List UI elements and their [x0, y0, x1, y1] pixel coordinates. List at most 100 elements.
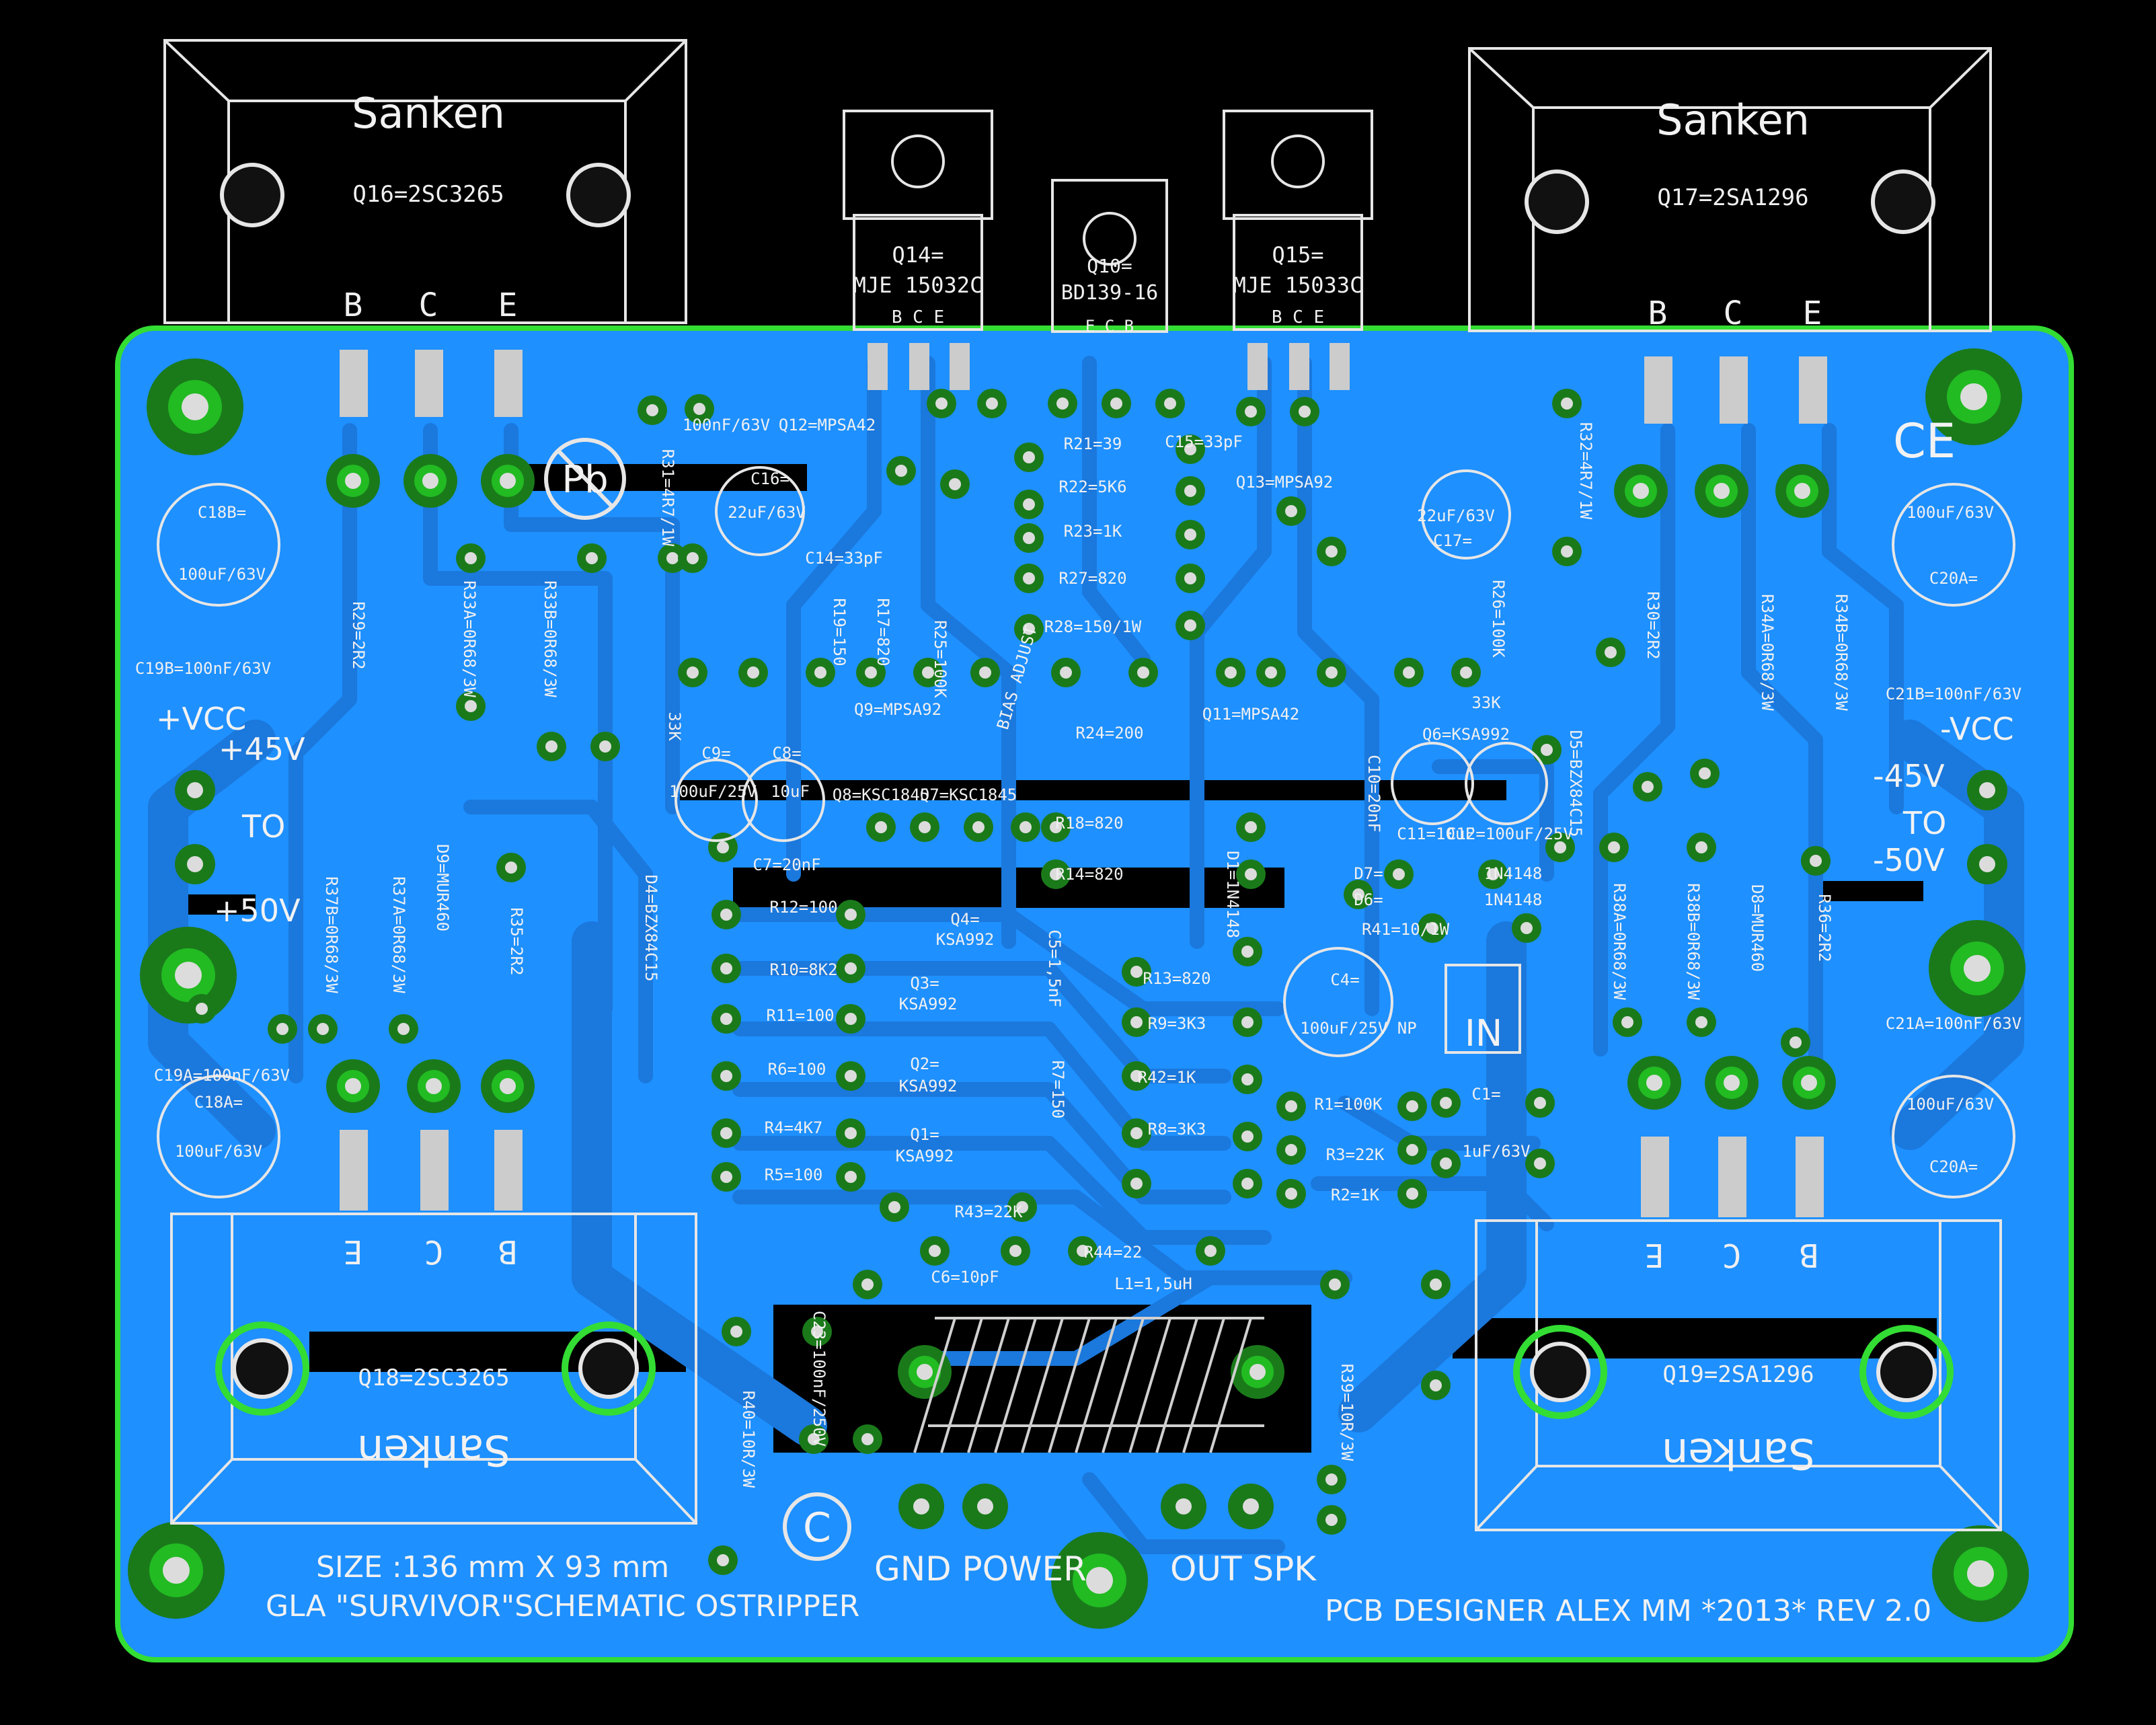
drill-hole	[1130, 1127, 1143, 1139]
drill-hole	[1204, 1245, 1217, 1257]
q18-brand: Sanken	[357, 1426, 510, 1475]
component-label: 33K	[1471, 693, 1501, 712]
drill-hole	[1541, 744, 1553, 756]
drill-hole	[465, 552, 477, 564]
drill-hole	[1245, 821, 1257, 833]
component-label: R33A=0R68/3W	[460, 580, 479, 697]
drill-hole	[1605, 646, 1617, 658]
label-45v-pos: +45V	[219, 731, 305, 767]
component-label: C11=10uF	[1397, 825, 1475, 843]
component-label: KSA992	[899, 995, 958, 1013]
drill-hole	[865, 666, 877, 679]
input-connector	[1445, 964, 1521, 1054]
drill-hole	[1561, 397, 1573, 410]
q19-label: Q19=2SA1296	[1662, 1361, 1814, 1388]
component-label: R19=150	[830, 598, 849, 666]
drill-hole	[861, 1278, 874, 1291]
component-label: R5=100	[765, 1165, 823, 1184]
component-label: D9=MUR460	[433, 844, 452, 931]
drill-hole	[1023, 451, 1035, 463]
component-label: R12=100	[769, 898, 837, 917]
drill-hole	[1440, 1097, 1452, 1109]
drill-hole	[888, 1201, 900, 1213]
drill-hole	[1245, 406, 1257, 418]
q10-pins: E C B	[1085, 317, 1134, 336]
component-label: R9=3K3	[1148, 1014, 1206, 1033]
mounting-hole-icon	[147, 358, 243, 455]
component-label: D6=	[1354, 890, 1383, 909]
q14-driver-transistor: Q14= MJE 15032C B C E	[843, 110, 993, 390]
drill-hole	[1225, 666, 1237, 679]
component-label: R24=200	[1075, 724, 1143, 742]
drill-hole	[1285, 1100, 1297, 1112]
drill-hole	[1789, 1036, 1802, 1048]
mounting-hole-icon	[1932, 1525, 2029, 1622]
component-label: R42=1K	[1138, 1068, 1196, 1087]
component-label: R32=4R7/1W	[1576, 422, 1595, 520]
drill-hole	[929, 1245, 941, 1257]
drill-hole	[1487, 868, 1499, 880]
component-label: D7=	[1354, 864, 1383, 883]
drill-hole	[1285, 505, 1297, 517]
q17-pin-e: E	[1803, 295, 1822, 332]
component-label: C12=100uF/25V	[1447, 825, 1573, 843]
drill-hole	[811, 1326, 823, 1338]
label-45v-neg: -45V	[1873, 758, 1945, 794]
drill-hole	[1184, 529, 1196, 541]
drill-hole	[465, 700, 477, 712]
drill-hole	[808, 1433, 820, 1445]
ce-mark-icon: CE	[1893, 414, 1956, 469]
copyright-icon: C	[783, 1492, 851, 1561]
q14-label: Q14=	[892, 242, 944, 268]
q16-pin-b: B	[344, 286, 363, 324]
drill-hole	[861, 1433, 874, 1445]
component-label: KSA992	[936, 930, 995, 949]
component-label: R40=10R/3W	[739, 1391, 758, 1488]
footer-labels: GND POWER OUT SPK SIZE :136 mm X 93 mm G…	[266, 1549, 1931, 1628]
component-label: 100uF/25V	[669, 782, 757, 801]
q14-part: MJE 15032C	[853, 272, 983, 298]
q18-label: Q18=2SC3265	[358, 1365, 509, 1391]
pb-text: Pb	[562, 458, 608, 502]
component-label: R29=2R2	[349, 601, 368, 669]
drill-hole	[845, 1070, 857, 1082]
drill-hole	[1137, 666, 1149, 679]
drill-hole	[1325, 1514, 1338, 1526]
drill-hole	[1056, 397, 1069, 410]
q19-sanken-transistor: Q19=2SA1296 Sanken E C B	[1475, 1137, 2002, 1531]
drill-hole	[1241, 1130, 1254, 1143]
component-label: L1=1,5uH	[1114, 1274, 1192, 1293]
drill-hole	[1050, 821, 1062, 833]
component-label: Q8=KSC1845	[833, 785, 930, 804]
component-label: C18B=	[198, 503, 246, 522]
drill-hole	[1130, 1070, 1143, 1082]
power-labels: +VCC +45V TO +50V -VCC -45V TO -50V IN	[156, 701, 2014, 1055]
component-label: Q3=	[910, 974, 939, 993]
q19-pin-b: B	[1800, 1236, 1819, 1274]
drill-hole	[845, 962, 857, 974]
drill-hole	[693, 403, 705, 415]
drill-hole	[720, 1171, 732, 1183]
drill-hole	[1561, 545, 1573, 558]
component-label: 100uF/63V	[175, 1142, 262, 1161]
component-label: KSA992	[899, 1077, 958, 1096]
drill-hole	[1245, 868, 1257, 880]
component-label: R34B=0R68/3W	[1832, 594, 1851, 711]
q16-sanken-transistor: Sanken Q16=2SC3265 B C E	[163, 39, 687, 417]
drill-hole	[1325, 545, 1338, 558]
mounting-hole-icon	[1051, 1532, 1148, 1629]
component-label: C8=	[772, 744, 801, 763]
drill-hole	[1699, 767, 1711, 779]
component-label: Q13=MPSA92	[1236, 473, 1334, 492]
drill-hole	[972, 821, 985, 833]
component-labels: R31=4R7/1W100nF/63VC16=22uF/63VQ12=MPSA4…	[135, 416, 2022, 1488]
drill-hole	[1325, 666, 1338, 679]
drill-hole	[730, 1326, 742, 1338]
drill-hole	[1023, 572, 1035, 584]
q16-brand: Sanken	[352, 89, 505, 138]
drill-hole	[1695, 841, 1707, 853]
drill-hole	[276, 1023, 288, 1035]
component-label: R36=2R2	[1815, 894, 1834, 962]
drill-hole	[1642, 781, 1654, 793]
label-vcc-pos: +VCC	[156, 701, 246, 737]
